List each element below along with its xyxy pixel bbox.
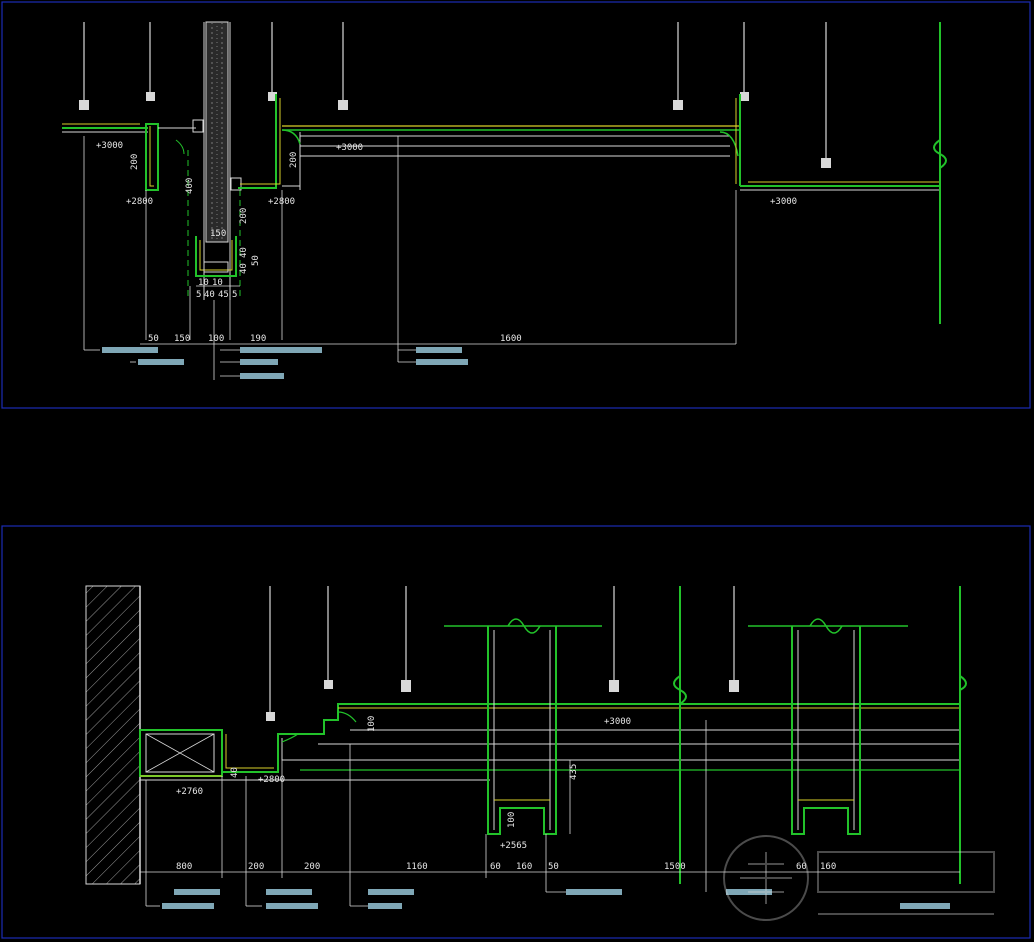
dim-bottom-13: 60 — [796, 862, 807, 872]
dim-top-9: 10 — [198, 278, 209, 288]
dim-top-16: 150 — [174, 334, 190, 344]
break-lines-bottom — [673, 586, 967, 884]
dim-bottom-14: 160 — [820, 862, 836, 872]
dim-top-10: 10 — [212, 278, 223, 288]
concrete-wall — [85, 585, 141, 885]
beam-right — [748, 618, 908, 835]
dim-top-8: 50 — [251, 255, 261, 266]
elev-top-2: +2800 — [126, 197, 153, 207]
dim-bottom-6: 200 — [248, 862, 264, 872]
mid-ceiling-drop — [238, 94, 301, 190]
dim-bottom-5: 800 — [176, 862, 192, 872]
dim-top-11: 40 — [204, 290, 215, 300]
hanger-clips-bottom — [266, 680, 739, 721]
dim-bottom-10: 160 — [516, 862, 532, 872]
hanger-rods-top — [83, 22, 827, 158]
dim-top-1: 200 — [130, 154, 140, 170]
dim-bottom-11: 50 — [548, 862, 559, 872]
watermark-logo — [723, 835, 995, 921]
dim-bottom-3: 435 — [569, 764, 579, 780]
left-ceiling-edge — [62, 123, 196, 191]
dim-top-12: 45 — [218, 290, 229, 300]
label-bars-top — [102, 347, 468, 379]
elev-top-5: +3000 — [770, 197, 797, 207]
dim-top-18: 190 — [250, 334, 266, 344]
main-ceiling-top — [281, 94, 741, 186]
dim-top-2: 400 — [185, 178, 195, 194]
dim-top-5: 150 — [210, 229, 226, 239]
dim-top-3: 200 — [239, 208, 249, 224]
top-section-view: +3000 +2800 +2800 +3000 +3000 200 400 20… — [1, 1, 1031, 409]
dim-top-17: 100 — [208, 334, 224, 344]
elev-bottom-3: +3000 — [604, 717, 631, 727]
dim-bottom-7: 200 — [304, 862, 320, 872]
dimension-lines-bottom — [140, 720, 960, 907]
annotations-bottom: +2760 +2800 +3000 +2565 40 100 435 100 8… — [176, 716, 836, 872]
hanger-clips-top — [79, 92, 831, 168]
dim-bottom-12: 1500 — [664, 862, 686, 872]
stepped-ceiling — [140, 703, 960, 781]
elev-bottom-2: +2800 — [258, 775, 285, 785]
wall-light-box — [139, 729, 223, 777]
dim-bottom-8: 1160 — [406, 862, 428, 872]
dim-top-14: 5 — [232, 290, 237, 300]
partition-wall — [187, 21, 242, 300]
dim-top-13: 5 — [196, 290, 201, 300]
dim-bottom-1: 40 — [230, 767, 240, 778]
dim-bottom-2: 100 — [367, 716, 377, 732]
elev-bottom-4: +2565 — [500, 841, 527, 851]
dimension-lines-top — [83, 136, 737, 380]
dim-top-7: 40 — [239, 263, 249, 274]
dim-bottom-4: 100 — [507, 812, 517, 828]
top-viewport-frame[interactable] — [1, 1, 1031, 409]
dim-top-15: 50 — [148, 334, 159, 344]
dim-top-19: 1600 — [500, 334, 522, 344]
dim-top-6: 40 — [239, 247, 249, 258]
bottom-viewport-frame[interactable] — [1, 525, 1031, 939]
bottom-section-view: +2760 +2800 +3000 +2565 40 100 435 100 8… — [1, 525, 1031, 939]
elev-top-1: +3000 — [96, 141, 123, 151]
dim-top-4: 200 — [289, 152, 299, 168]
dim-bottom-9: 60 — [490, 862, 501, 872]
beam-left — [444, 618, 602, 835]
hanger-rods-bottom — [269, 586, 735, 712]
elev-bottom-1: +2760 — [176, 787, 203, 797]
elev-top-4: +3000 — [336, 143, 363, 153]
right-ceiling-edge — [740, 22, 947, 324]
elev-top-3: +2800 — [268, 197, 295, 207]
annotations-top: +3000 +2800 +2800 +3000 +3000 200 400 20… — [96, 141, 797, 344]
label-bars-bottom — [162, 889, 950, 909]
